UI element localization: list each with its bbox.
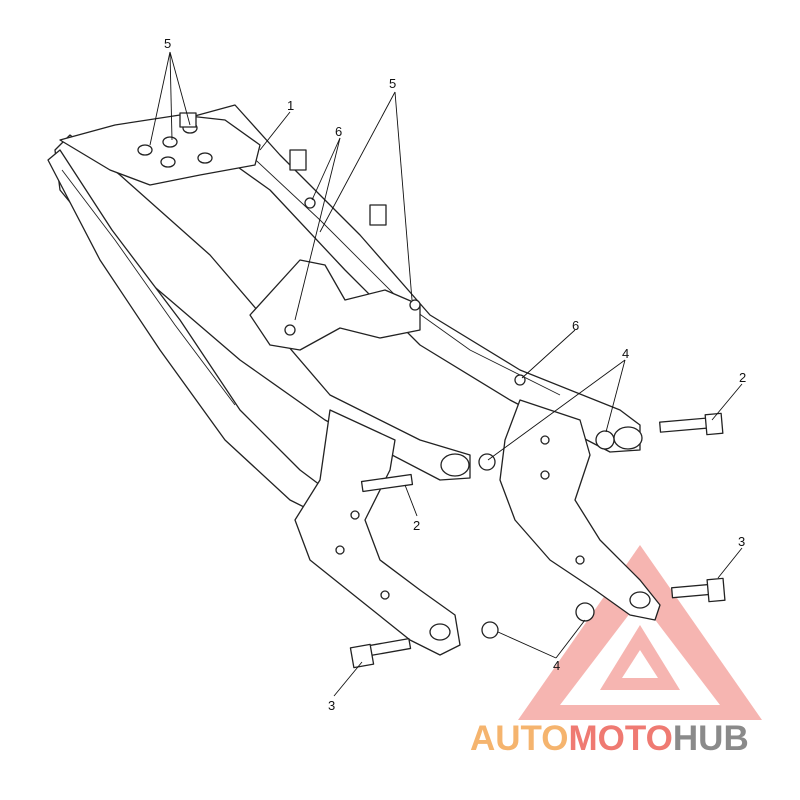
callout-3-right: 3 [738,534,745,549]
callout-5-left: 5 [164,36,171,51]
callout-1: 1 [287,98,294,113]
watermark-moto: MOTO [569,719,673,758]
watermark-logo [518,545,762,720]
callout-2-right: 2 [739,370,746,385]
callout-3-left: 3 [328,698,335,713]
callout-6-top: 6 [335,124,342,139]
watermark-hub: HUB [673,719,749,758]
watermark-auto: AUTO [470,719,569,758]
callout-5-right: 5 [389,76,396,91]
left-bracket [294,409,461,656]
bolt-3-right [670,577,726,603]
callout-4-top: 4 [622,346,629,361]
cross-member [249,197,526,386]
right-bracket [499,399,661,621]
bolt-2-right [659,412,724,436]
watermark-text: AUTOMOTOHUB [470,719,749,758]
top-mounting-plate [59,112,387,226]
nut-4-bottom [481,602,595,639]
bolt-2-center [360,473,414,493]
callout-6-right: 6 [572,318,579,333]
callout-4-bottom: 4 [553,658,560,673]
callout-2-center: 2 [413,518,420,533]
leader-lines [149,51,743,697]
subframe-right-rail [179,104,643,477]
bolt-3-left [349,637,412,669]
